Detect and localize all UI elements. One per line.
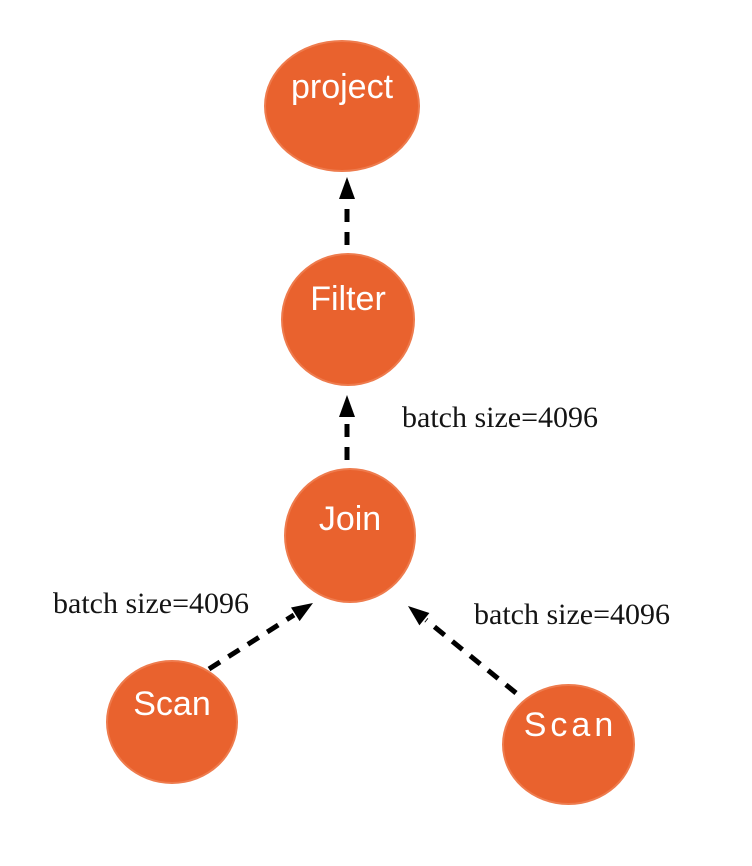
arrow-join-to-filter — [339, 395, 355, 460]
node-scan-left: Scan — [106, 660, 238, 784]
node-join: Join — [284, 468, 416, 603]
edge-label-scan-right-join: batch size=4096 — [474, 598, 671, 631]
arrow-scan-left-to-join — [207, 603, 313, 672]
node-filter-label: Filter — [310, 280, 386, 318]
node-project-label: project — [290, 68, 394, 106]
node-project: project — [264, 40, 420, 172]
node-scan-right: Scan — [502, 684, 635, 805]
edge-label-join-filter: batch size=4096 — [402, 401, 599, 434]
node-join-label: Join — [318, 500, 382, 538]
node-scan-left-label: Scan — [133, 685, 211, 723]
arrow-filter-to-project — [339, 177, 355, 245]
node-filter: Filter — [281, 253, 415, 386]
node-scan-right-label: Scan — [523, 706, 618, 744]
edge-label-scan-left-join: batch size=4096 — [53, 587, 250, 620]
arrow-scan-right-to-join — [408, 606, 518, 695]
